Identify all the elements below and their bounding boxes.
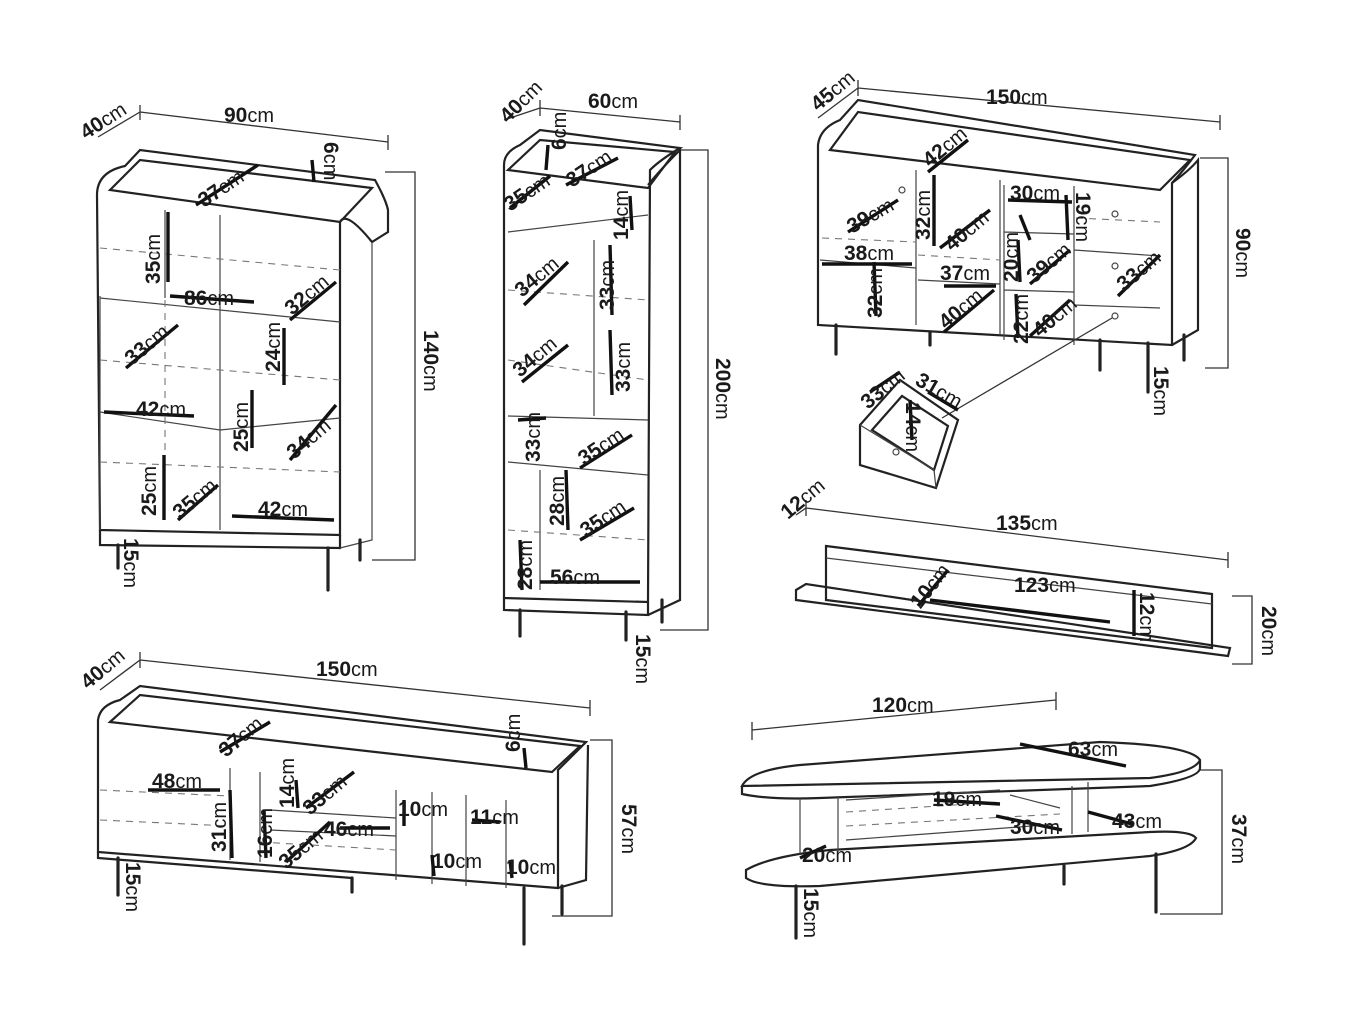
sideboard-150-mid-height: 32cm	[912, 190, 935, 240]
cabinet-90-labels: 40cm 90cm 140cm 15cm 6cm 37cm 35cm 86cm …	[76, 98, 442, 588]
coffee-table-lower: 20cm	[802, 844, 852, 867]
cabinet-60-depth: 40cm	[495, 76, 547, 128]
cabinet-90-bottom-width: 42cm	[258, 498, 308, 521]
cabinet-60-door-height: 28cm	[546, 476, 569, 526]
shelf-inner-width: 123cm	[1014, 574, 1076, 597]
cabinet-90-top-gap: 6cm	[319, 142, 342, 180]
tv-stand-slot-b: 11cm	[470, 806, 519, 829]
cabinet-90-legs: 15cm	[119, 538, 142, 588]
drawer-height: 14cm	[901, 402, 924, 452]
cabinet-90-width: 90cm	[224, 104, 274, 127]
coffee-table-width: 120cm	[872, 694, 934, 717]
cabinet-60-upper-height: 33cm	[596, 260, 619, 310]
sideboard-150-drawer-mid-depth: 39cm	[1022, 238, 1075, 288]
coffee-table-labels: 120cm 63cm 37cm 15cm 19cm 30cm 43cm 20cm	[799, 694, 1250, 938]
cabinet-90-drawer-width: 42cm	[136, 398, 186, 421]
sideboard-150-drawing	[816, 80, 1229, 419]
cabinet-60-top-shelf-depth: 35cm	[500, 169, 554, 216]
cabinet-60-lower-height: 33cm	[522, 412, 545, 462]
shelf-inner-height: 12cm	[1135, 592, 1158, 642]
drawer-detail-drawing	[858, 370, 960, 490]
coffee-table-depth: 63cm	[1068, 738, 1118, 761]
cabinet-60-top-depth: 37cm	[562, 145, 616, 192]
coffee-table-inner-depth: 19cm	[932, 788, 982, 811]
cabinet-90-shelf-height: 35cm	[142, 234, 165, 284]
sideboard-150-mid-width: 37cm	[940, 262, 990, 285]
sideboard-150-drawer-mid-height: 20cm	[1000, 232, 1023, 282]
tv-stand-left-width: 48cm	[152, 770, 202, 793]
cabinet-60-legs: 15cm	[631, 634, 654, 684]
tv-stand-slot-a: 10cm	[398, 798, 448, 821]
sideboard-150-drawer-height: 19cm	[1071, 192, 1094, 242]
tv-stand-depth: 40cm	[76, 644, 129, 694]
tv-stand-labels: 40cm 150cm 57cm 15cm 6cm 37cm 48cm 31cm …	[76, 644, 640, 912]
coffee-table-side: 43cm	[1112, 810, 1162, 833]
cabinet-60-labels: 40cm 60cm 200cm 15cm 6cm 37cm 35cm 14cm …	[495, 76, 734, 684]
cabinet-60-bottom-width: 56cm	[550, 566, 600, 589]
tv-stand-drawing	[96, 652, 613, 946]
coffee-table-height: 37cm	[1227, 814, 1250, 864]
cabinet-60-width: 60cm	[588, 90, 638, 113]
cabinet-60-bottom-height: 28cm	[514, 540, 537, 590]
sideboard-150-legs: 15cm	[1149, 366, 1172, 416]
tv-stand-mid-height: 14cm	[276, 758, 299, 808]
tv-stand-slot-c: 10cm	[432, 850, 482, 873]
cabinet-90-drawing	[95, 105, 416, 592]
sideboard-150-height: 90cm	[1231, 228, 1254, 278]
tv-stand-top-depth: 37cm	[214, 712, 267, 762]
tv-stand-legs: 15cm	[121, 862, 144, 912]
shelf-depth: 12cm	[776, 474, 829, 524]
sideboard-150-left-width: 38cm	[844, 242, 894, 265]
sideboard-150-drawer-low-height: 22cm	[1010, 294, 1033, 344]
cabinet-90-mid-depth: 33cm	[120, 320, 173, 370]
tv-stand-slot-d: 10cm	[506, 856, 556, 879]
cabinet-90-bottom-height: 25cm	[138, 466, 161, 516]
cabinet-60-lower-depth: 35cm	[574, 423, 628, 470]
sideboard-150-width: 150cm	[986, 86, 1048, 109]
sideboard-150-left-depth: 39cm	[843, 193, 898, 238]
coffee-table-inner-width: 30cm	[1010, 816, 1060, 839]
wall-shelf-drawing	[794, 500, 1253, 665]
cabinet-90-mid-height: 24cm	[262, 322, 285, 372]
cabinet-60-drawing	[502, 100, 709, 642]
cabinet-90-shelf-depth: 32cm	[280, 270, 333, 320]
sideboard-150-left-height: 32cm	[864, 268, 887, 318]
tv-stand-lower-height: 16cm	[254, 808, 277, 858]
cabinet-90-height: 140cm	[419, 330, 442, 392]
shelf-width: 135cm	[996, 512, 1058, 535]
tv-stand-left-height: 31cm	[208, 802, 231, 852]
tv-stand-mid-depth: 33cm	[298, 770, 351, 820]
coffee-table-legs: 15cm	[799, 888, 822, 938]
sideboard-150-mid-lower-depth: 40cm	[934, 284, 987, 334]
cabinet-90-inner-width: 86cm	[184, 287, 234, 310]
drawer-detail-labels: 33cm 31cm 14cm	[856, 365, 965, 452]
cabinet-60-height: 200cm	[711, 358, 734, 420]
cabinet-60-top-gap: 6cm	[548, 112, 571, 150]
cabinet-90-depth: 40cm	[76, 98, 130, 145]
cabinet-60-middle-height: 33cm	[612, 342, 635, 392]
shelf-height: 20cm	[1257, 606, 1280, 656]
wall-shelf-labels: 12cm 135cm 123cm 10cm 12cm 20cm	[776, 474, 1280, 656]
cabinet-90-lower-height: 25cm	[230, 402, 253, 452]
cabinet-90-bottom-depth: 35cm	[168, 474, 221, 524]
coffee-table-drawing	[740, 692, 1223, 940]
tv-stand-mid-width: 46cm	[324, 818, 374, 841]
cabinet-60-door-depth: 35cm	[576, 495, 630, 542]
tv-stand-height: 57cm	[617, 804, 640, 854]
tv-stand-top-gap: 6cm	[502, 714, 525, 752]
sideboard-150-drawer-width: 30cm	[1010, 182, 1060, 205]
cabinet-60-top-shelf-height: 14cm	[610, 190, 633, 240]
tv-stand-width: 150cm	[316, 658, 378, 681]
